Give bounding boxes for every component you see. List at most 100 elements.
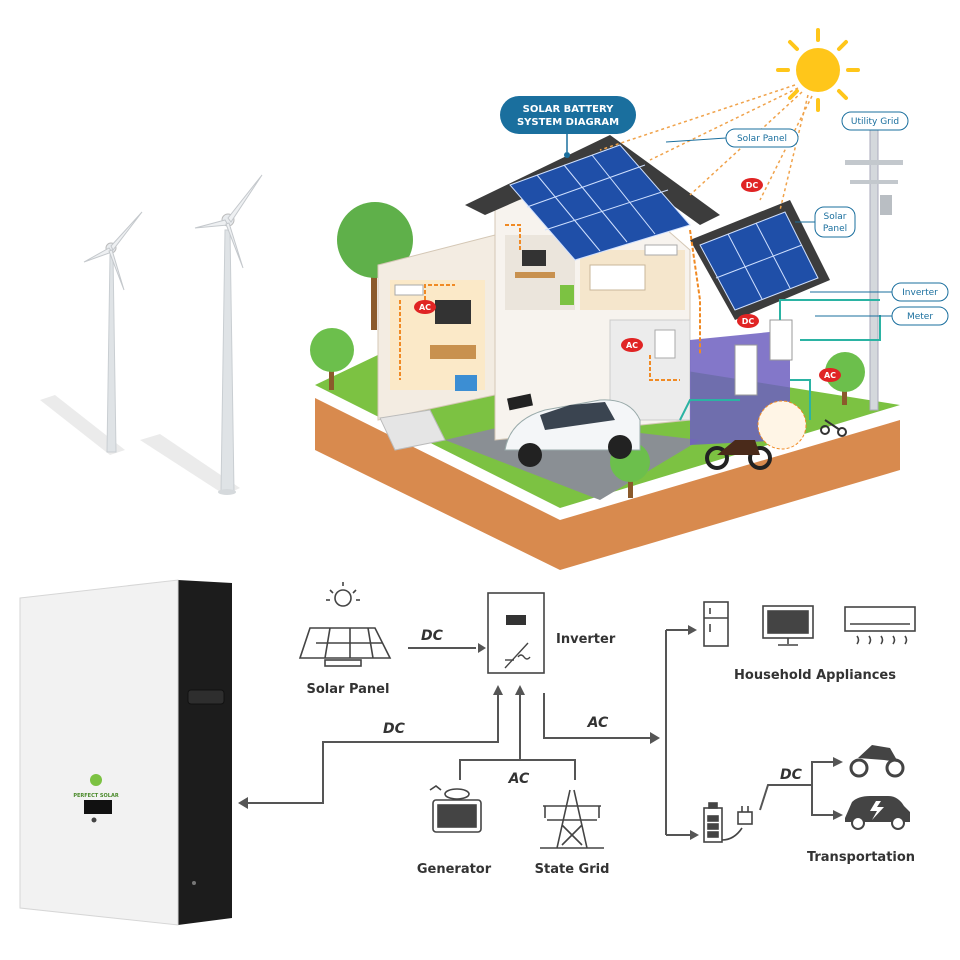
arrowhead-motorcycle xyxy=(833,757,843,767)
svg-text:Solar Panel: Solar Panel xyxy=(737,134,787,144)
callout-solar-panel-1: Solar Panel xyxy=(665,128,799,148)
ev-charger-icon xyxy=(507,393,533,411)
tree-back-left-icon xyxy=(337,202,413,330)
teal-wiring xyxy=(679,299,881,421)
bed-icon xyxy=(589,264,646,291)
dc-label-battery: DC xyxy=(383,721,406,737)
motorcycle-icon xyxy=(705,440,772,470)
flow-diagram: Solar Panel DC Inverter DC AC AC xyxy=(238,582,916,877)
wind-turbine-large-icon xyxy=(194,174,263,495)
badge-ac-middle: AC xyxy=(621,338,643,352)
tree-right-icon xyxy=(825,352,865,405)
arrowhead-inverter-left xyxy=(478,643,486,653)
sun-icon xyxy=(776,28,860,112)
dc-label-transport: DC xyxy=(780,767,803,783)
line-inverter-out xyxy=(543,693,650,739)
callout-utility-grid: Utility Grid xyxy=(841,111,909,131)
dc-label-solar: DC xyxy=(421,628,444,644)
arrowhead-charger xyxy=(690,830,699,840)
desk-icon xyxy=(515,272,555,278)
svg-text:Inverter: Inverter xyxy=(902,288,938,298)
svg-text:Utility Grid: Utility Grid xyxy=(851,117,899,127)
battery-display xyxy=(84,800,112,814)
badge-dc-roof: DC xyxy=(741,178,763,192)
ac-label-out: AC xyxy=(587,715,609,731)
svg-text:Solar: Solar xyxy=(824,212,847,222)
diagram-title-badge: SOLAR BATTERY SYSTEM DIAGRAM xyxy=(500,96,636,158)
line-battery-to-inverter xyxy=(247,693,499,804)
svg-text:Meter: Meter xyxy=(907,312,933,322)
main-roof xyxy=(465,135,720,225)
television-icon xyxy=(762,605,814,646)
inverter-icon xyxy=(487,592,545,674)
armchair-icon xyxy=(455,375,477,391)
arrowhead-out xyxy=(650,732,660,744)
soil-base xyxy=(315,398,900,570)
callout-meter: Meter xyxy=(815,306,949,326)
wind-turbines xyxy=(40,174,263,495)
diagram-title-line2: SYSTEM DIAGRAM xyxy=(517,117,619,128)
battery-front-panel xyxy=(19,579,179,926)
tree-front-left-icon xyxy=(310,328,354,390)
arrowhead-battery xyxy=(238,797,248,809)
scooter-icon xyxy=(820,419,847,437)
turbine-shadow-right xyxy=(140,434,240,495)
battery-handle xyxy=(187,689,225,705)
inverter-label: Inverter xyxy=(556,632,616,647)
house-illustration: SOLAR BATTERY SYSTEM DIAGRAM Solar Panel… xyxy=(310,28,949,570)
wall-battery-unit: PERFECT SOLAR xyxy=(19,579,232,926)
sun-rays-dashed xyxy=(599,84,813,211)
svg-text:AC: AC xyxy=(419,303,431,312)
household-appliances-label: Household Appliances xyxy=(734,668,896,683)
battery-brand-label: PERFECT SOLAR xyxy=(73,793,118,799)
turbine-shadow-left xyxy=(40,395,125,455)
line-sources-bracket xyxy=(459,759,576,780)
battery-cluster-icon xyxy=(757,400,807,450)
svg-text:DC: DC xyxy=(746,181,759,190)
solar-panel-label: Solar Panel xyxy=(307,682,390,697)
transportation-label: Transportation xyxy=(807,850,915,865)
battery-logo-icon xyxy=(90,774,102,786)
generator-icon xyxy=(429,785,482,833)
left-wing-room xyxy=(390,280,485,390)
battery-stack-icon xyxy=(734,344,758,396)
power-tower-icon xyxy=(540,789,604,849)
badge-ac-right: AC xyxy=(819,368,841,382)
arrowhead-inverter-bottom-center xyxy=(515,685,525,695)
svg-text:AC: AC xyxy=(824,371,836,380)
tv-cabinet xyxy=(430,345,476,359)
plug-icon xyxy=(721,806,753,841)
svg-text:Panel: Panel xyxy=(823,224,847,234)
main-roof-panel-grid xyxy=(526,154,669,252)
green-chair-icon xyxy=(560,285,574,305)
ac-label-sources: AC xyxy=(508,771,530,787)
entry-stairs xyxy=(379,409,446,451)
callout-inverter: Inverter xyxy=(810,282,949,302)
solar-panel-icon xyxy=(298,582,392,667)
arrowhead-car xyxy=(833,810,843,820)
line-dc-transport-car xyxy=(811,785,835,816)
tv-icon xyxy=(435,300,471,324)
diagram-title-line1: SOLAR BATTERY xyxy=(523,104,614,115)
battery-side-button[interactable] xyxy=(192,881,196,885)
monitor-icon xyxy=(522,250,546,266)
wall-ac-unit-icon xyxy=(394,284,424,296)
battery-power-button[interactable] xyxy=(91,817,97,823)
badge-dc-battery: DC xyxy=(737,314,759,328)
svg-text:DC: DC xyxy=(742,317,755,326)
battery-inverter-icon xyxy=(769,319,793,361)
battery-cell-icon xyxy=(703,802,723,843)
callout-solar-panel-2: Solar Panel xyxy=(795,206,856,238)
wind-turbine-small-icon xyxy=(83,211,143,453)
state-grid-label: State Grid xyxy=(535,862,610,877)
arrowhead-appliances xyxy=(688,625,697,635)
indoor-ac-unit-icon xyxy=(644,244,678,256)
svg-text:AC: AC xyxy=(626,341,638,350)
side-roof-panel-grid xyxy=(715,222,803,300)
arrowhead-inverter-bottom-left xyxy=(493,685,503,695)
wall-inverter-icon xyxy=(654,329,676,359)
refrigerator-icon xyxy=(703,601,729,647)
electric-car-icon xyxy=(504,399,641,467)
battery-side-panel xyxy=(178,580,232,925)
